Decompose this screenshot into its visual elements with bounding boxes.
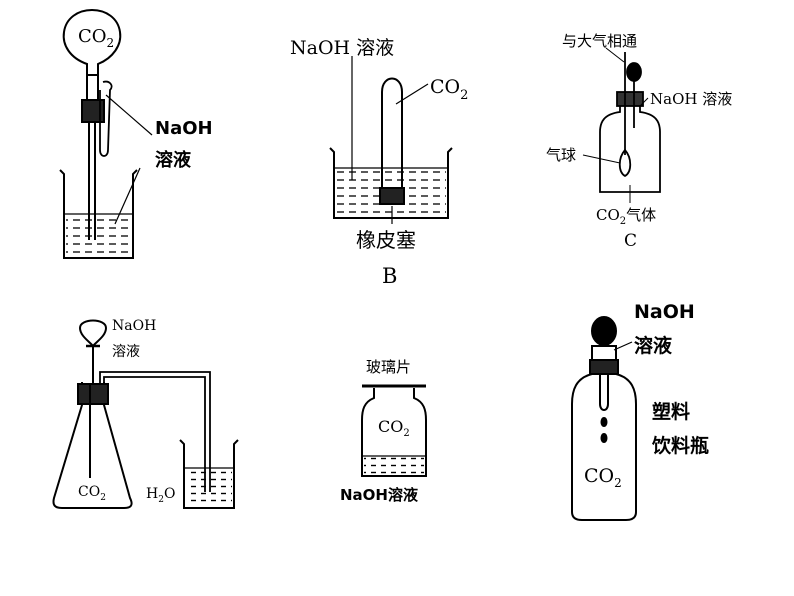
separatory-funnel [79,319,108,390]
label-b-letter: B [382,264,397,288]
apparatus-e [361,384,427,477]
label-a-gas: CO2 [78,26,114,50]
conical-flask [52,382,133,509]
label-d-gas: CO2 [78,484,106,503]
label-f-bottle-1: 塑料 [652,400,690,423]
apparatus-c [582,47,661,203]
label-a-solution-2: 溶液 [155,149,192,171]
label-f-gas: CO2 [584,465,622,490]
label-c-gas: CO2气体 [596,206,656,227]
label-e-solution: NaOH溶液 [340,486,419,504]
apparatus-a [59,8,153,259]
apparatus-f [571,316,637,521]
apparatus-d [52,319,239,509]
beaker-d [179,439,239,509]
label-f-solution-1: NaOH [634,301,695,323]
label-c-vent: 与大气相通 [562,32,637,50]
label-e-glass: 玻璃片 [366,358,411,376]
label-b-gas: CO2 [430,76,468,103]
label-e-gas: CO2 [378,417,410,439]
label-a-solution-1: NaOH [155,118,213,139]
balloon [618,148,632,178]
label-b-stopper: 橡皮塞 [356,228,416,252]
label-d-solution-1: NaOH [112,318,156,334]
wide-bottle [599,104,661,193]
rubber-stopper-b [379,187,405,205]
rubber-stopper [81,99,105,123]
beaker-b [329,147,453,219]
label-f-bottle-2: 饮料瓶 [651,434,709,457]
gas-jar [361,388,427,477]
label-d-water: H2O [146,486,175,505]
label-f-solution-2: 溶液 [634,334,673,357]
round-flask [62,8,122,76]
label-c-solution: NaOH 溶液 [650,90,732,108]
label-c-balloon: 气球 [546,146,576,164]
beaker-a [59,169,138,259]
test-tube [381,77,403,190]
plastic-bottle [571,373,637,521]
apparatus-b [329,56,453,224]
label-c-letter: C [624,231,637,251]
label-b-solution: NaOH 溶液 [290,37,394,59]
label-d-solution-2: 溶液 [112,344,140,360]
